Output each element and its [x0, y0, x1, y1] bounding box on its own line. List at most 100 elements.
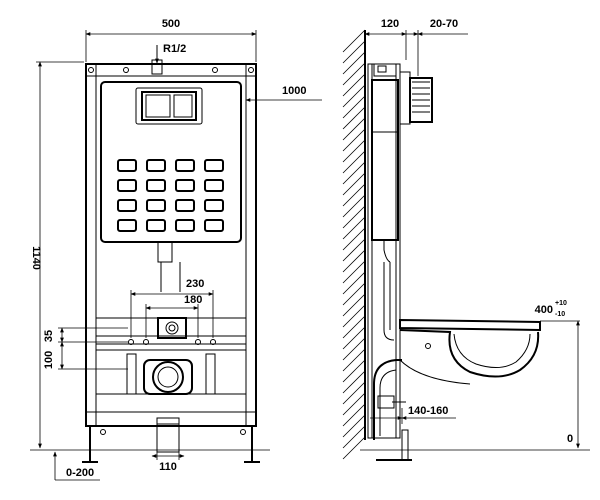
label-stud-outer: 230: [186, 278, 204, 290]
hatch-line: [342, 51, 366, 75]
hatch-line: [342, 392, 366, 416]
hatch-line: [342, 381, 366, 405]
hatch-line: [342, 128, 366, 152]
dim-stud-outer: 230: [130, 278, 214, 338]
cistern-slot: [117, 179, 137, 192]
crossbars: [96, 317, 246, 395]
hatch-line: [342, 62, 366, 86]
hatch-line: [342, 348, 366, 372]
hatch-line: [342, 260, 366, 284]
side-view: 120 20-70 400 +10 -10 140-160 0: [342, 18, 590, 461]
dim-pipe: 110: [151, 440, 185, 473]
cistern-slot: [175, 159, 195, 172]
hatch-line: [342, 227, 366, 251]
label-seat-tol-plus: +10: [555, 300, 567, 307]
dim-depth: 120: [364, 18, 407, 60]
drain-pipe: [156, 417, 180, 453]
hatch-line: [342, 326, 366, 350]
side-frame: [367, 63, 433, 461]
hatch-line: [342, 29, 366, 53]
hatch-line: [342, 293, 366, 317]
hatch-line: [342, 271, 366, 295]
label-outlet: 140-160: [408, 405, 448, 417]
dim-level: 1000: [245, 85, 322, 102]
hatch-line: [342, 194, 366, 218]
label-seat: 400: [535, 304, 553, 316]
cistern: [100, 81, 242, 243]
cistern-slot: [175, 219, 195, 232]
dim-height: 1140: [30, 61, 84, 449]
wall-hatching: [342, 29, 366, 460]
label-cover: 20-70: [430, 18, 458, 30]
cistern-slot: [204, 199, 224, 212]
cistern-slot: [146, 159, 166, 172]
label-inlet: R1/2: [163, 43, 186, 55]
cistern-slot: [204, 179, 224, 192]
dim-stud-inner: 180: [145, 294, 202, 338]
label-stud-inner: 180: [184, 294, 202, 306]
dim-cover: 20-70: [406, 18, 468, 76]
hatch-line: [342, 95, 366, 119]
hatch-line: [342, 161, 366, 185]
hatch-line: [342, 425, 366, 449]
cistern-slot: [146, 219, 166, 232]
dim-seat: 400 +10 -10: [535, 300, 580, 449]
hatch-line: [342, 150, 366, 174]
flush-pipe: [157, 241, 181, 292]
dim-adjust: 0-200: [53, 451, 100, 481]
label-offset-b: 100: [43, 351, 55, 369]
hatch-line: [342, 304, 366, 328]
dim-width: 500: [85, 18, 257, 62]
dim-outlet: 140-160: [370, 405, 456, 424]
mounting-holes: [126, 339, 216, 395]
cistern-slot: [117, 199, 137, 212]
cistern-slot: [175, 179, 195, 192]
hatch-line: [342, 249, 366, 273]
label-offset-a: 35: [43, 330, 55, 342]
hatch-line: [342, 106, 366, 130]
toilet-bowl: [399, 318, 541, 385]
frame: [85, 63, 257, 427]
label-pipe: 110: [159, 461, 177, 473]
cistern-slot: [146, 179, 166, 192]
hatch-line: [342, 337, 366, 361]
front-view: 500 R1/2 1000 1140 230: [30, 18, 322, 481]
hatch-line: [342, 359, 366, 383]
hatch-line: [342, 370, 366, 394]
water-connection: [157, 317, 187, 339]
cistern-slot: [117, 159, 137, 172]
label-seat-tol-minus: -10: [555, 311, 565, 318]
frame-legs: [82, 426, 260, 463]
label-height: 1140: [30, 246, 42, 270]
hatch-line: [342, 84, 366, 108]
hatch-line: [342, 282, 366, 306]
hatch-line: [342, 183, 366, 207]
hatch-line: [342, 238, 366, 262]
cistern-slot: [117, 219, 137, 232]
hatch-line: [342, 172, 366, 196]
hatch-line: [342, 73, 366, 97]
dim-inlet: R1/2: [155, 43, 186, 64]
cistern-grid: [117, 159, 224, 232]
flush-plate: [135, 87, 203, 125]
label-level: 1000: [282, 85, 306, 97]
hatch-line: [342, 403, 366, 427]
label-width: 500: [162, 18, 180, 30]
cistern-slot: [204, 219, 224, 232]
label-floor: 0: [567, 433, 573, 445]
hatch-line: [342, 139, 366, 163]
dim-offsets: 35 100: [43, 327, 128, 370]
hatch-line: [342, 205, 366, 229]
cistern-slot: [146, 199, 166, 212]
cistern-slot: [175, 199, 195, 212]
label-depth: 120: [381, 18, 399, 30]
hatch-line: [342, 216, 366, 240]
label-adjust: 0-200: [66, 467, 94, 479]
hatch-line: [342, 414, 366, 438]
cistern-slot: [204, 159, 224, 172]
hatch-line: [342, 436, 366, 460]
hatch-line: [342, 315, 366, 339]
drain-outlet: [143, 359, 193, 395]
